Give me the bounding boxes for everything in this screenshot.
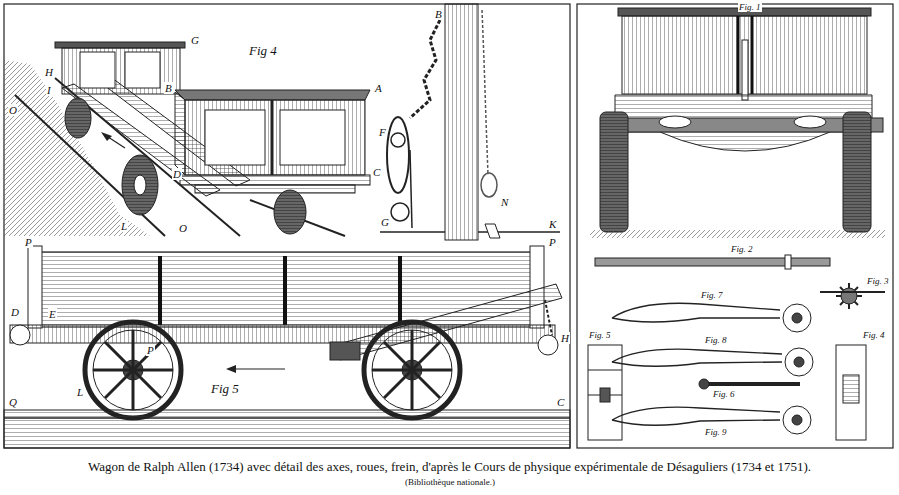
callout-letter: C — [556, 396, 565, 408]
callout-letter: Q — [8, 396, 18, 408]
figure-label: Fig 4 — [248, 44, 278, 58]
figure-label: Fig. 3 — [866, 276, 890, 286]
callout-letter: P — [146, 344, 155, 356]
callout-letter: P — [24, 236, 33, 248]
callout-letter: L — [120, 220, 128, 232]
figure-label: Fig. 8 — [704, 335, 728, 345]
figure-label: Fig. 7 — [700, 290, 724, 300]
callout-letter: N — [500, 196, 509, 208]
source-note: (Bibliothèque nationale.) — [404, 477, 496, 488]
caption: Wagon de Ralph Allen (1734) avec détail … — [0, 459, 899, 475]
figure-label: Fig 5 — [210, 382, 240, 396]
callout-letter: O — [178, 222, 188, 234]
figure-label: Fig. 6 — [712, 389, 736, 399]
callout-letter: D — [172, 168, 182, 180]
callout-letter: G — [380, 216, 390, 228]
callout-letter: K — [548, 218, 557, 230]
callout-letter: I — [46, 84, 52, 96]
figure-label: Fig. 4 — [862, 330, 886, 340]
callout-letter: O — [8, 104, 18, 116]
callout-letter: A — [374, 82, 383, 94]
figure-label: Fig. 1 — [738, 2, 762, 12]
callout-letter: H — [560, 332, 570, 344]
callout-letter: L — [76, 386, 84, 398]
figure-label: Fig. 5 — [588, 330, 612, 340]
callout-letter: C — [372, 166, 381, 178]
figure-label: Fig. 2 — [730, 244, 754, 254]
callout-letter: G — [190, 34, 200, 46]
figure-label: Fig. 9 — [704, 427, 728, 437]
callout-letter: F — [378, 126, 387, 138]
callout-letter: D — [10, 306, 20, 318]
callout-letter: E — [48, 308, 57, 320]
callout-letter: P — [548, 236, 557, 248]
callout-letter: B — [164, 82, 173, 94]
callout-letter: H — [44, 66, 54, 78]
callout-letter: B — [434, 8, 443, 20]
